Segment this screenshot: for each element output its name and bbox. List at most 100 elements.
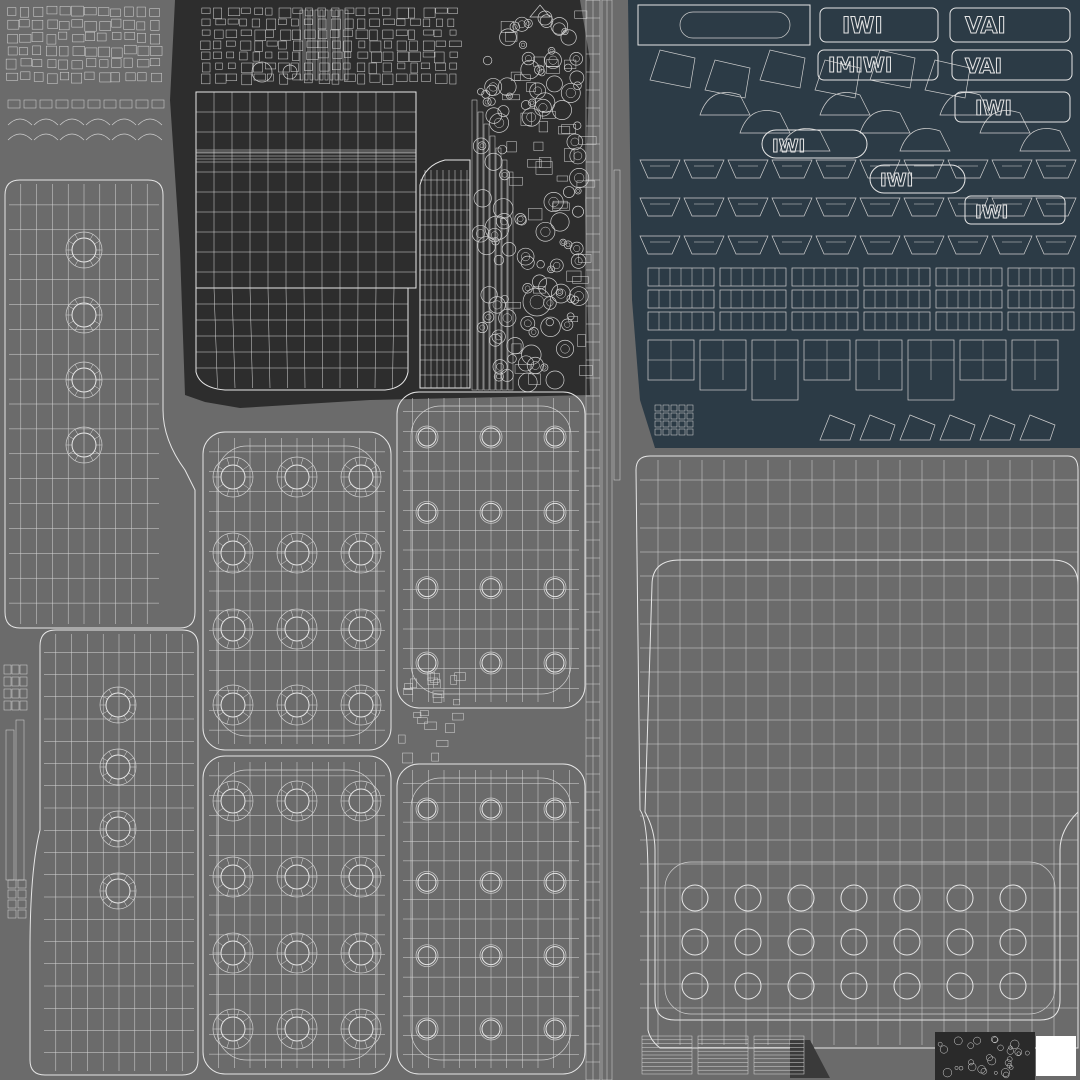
circle-part bbox=[481, 89, 491, 99]
circle-part bbox=[495, 333, 503, 341]
blue-part bbox=[637, 4, 811, 46]
circle-part bbox=[498, 308, 517, 327]
circle-part bbox=[535, 221, 556, 242]
circle-part bbox=[555, 288, 564, 296]
fragment bbox=[124, 32, 135, 40]
fragment bbox=[403, 688, 413, 695]
hole-spoke bbox=[226, 933, 230, 942]
fragment bbox=[17, 889, 27, 899]
hole-spoke bbox=[226, 812, 230, 821]
fragment bbox=[225, 29, 238, 38]
fragment bbox=[511, 343, 522, 354]
pad-hole bbox=[545, 502, 565, 522]
circle-part bbox=[251, 61, 273, 83]
blue-part bbox=[947, 197, 989, 217]
fragment bbox=[447, 18, 455, 27]
fragment bbox=[228, 62, 236, 69]
hole-spoke bbox=[370, 617, 378, 623]
vertical-strip-lines bbox=[586, 0, 608, 1080]
circle-part bbox=[563, 186, 575, 198]
fragment bbox=[304, 62, 313, 71]
fragment bbox=[396, 40, 407, 52]
strip-piece bbox=[471, 99, 478, 391]
mat-hole bbox=[999, 972, 1027, 1000]
blue-part bbox=[779, 128, 831, 152]
hole-spoke bbox=[344, 483, 352, 489]
fragment bbox=[355, 7, 366, 17]
hole-spoke bbox=[236, 533, 240, 542]
blue-part bbox=[869, 49, 916, 89]
hole-spoke bbox=[300, 564, 304, 573]
fragment bbox=[402, 752, 414, 764]
fragment bbox=[432, 690, 444, 698]
dark-island-top-fragments bbox=[200, 7, 462, 86]
fragment bbox=[201, 73, 211, 85]
hole-spoke bbox=[364, 1040, 368, 1049]
circle-part bbox=[493, 371, 504, 382]
hole-spoke bbox=[354, 716, 358, 725]
fragment bbox=[19, 19, 30, 28]
circle-part bbox=[487, 97, 496, 106]
blue-part bbox=[670, 428, 678, 436]
fragment bbox=[384, 40, 392, 49]
hole-spoke bbox=[364, 533, 368, 542]
fragment bbox=[19, 34, 32, 43]
hole-spoke bbox=[236, 609, 240, 618]
fragment bbox=[85, 47, 98, 57]
circle-part bbox=[520, 255, 535, 270]
circle-part bbox=[479, 143, 485, 149]
hole-spoke bbox=[300, 685, 304, 694]
fragment bbox=[332, 40, 341, 49]
mat-hole bbox=[999, 928, 1027, 956]
fragment bbox=[11, 676, 20, 687]
circle-part bbox=[937, 1041, 943, 1047]
fragment bbox=[408, 7, 415, 19]
hole-spoke bbox=[344, 635, 352, 641]
hole-spoke bbox=[216, 1017, 224, 1023]
circle-part bbox=[534, 92, 556, 113]
circle-part bbox=[507, 94, 512, 98]
arc-fragment bbox=[33, 118, 59, 126]
fragment bbox=[449, 29, 457, 36]
hole-spoke bbox=[344, 883, 352, 889]
bottom-small-pieces bbox=[641, 1032, 1076, 1080]
hole-spoke bbox=[216, 617, 224, 623]
hole-spoke bbox=[102, 772, 108, 777]
hole-spoke bbox=[123, 715, 128, 721]
circle-part bbox=[522, 283, 533, 294]
fragment bbox=[552, 200, 568, 209]
pad-hole-ring bbox=[415, 1017, 439, 1041]
hole-spoke bbox=[108, 901, 113, 907]
hole-spoke bbox=[226, 685, 230, 694]
hole-spoke bbox=[123, 901, 128, 907]
blue-part bbox=[924, 59, 971, 99]
fragment bbox=[423, 7, 436, 18]
blue-part bbox=[727, 235, 769, 255]
hole-spoke bbox=[300, 812, 304, 821]
blue-part bbox=[683, 197, 725, 217]
hole-spoke bbox=[300, 640, 304, 649]
fragment bbox=[226, 40, 236, 47]
hole-spoke bbox=[216, 483, 224, 489]
fragment bbox=[449, 73, 457, 85]
fragment bbox=[304, 9, 309, 81]
circle-part bbox=[499, 169, 511, 181]
hole-spoke bbox=[128, 881, 134, 886]
fragment bbox=[31, 19, 44, 30]
fragment bbox=[500, 21, 514, 33]
hole-spoke bbox=[306, 1035, 314, 1041]
hole-spoke bbox=[290, 716, 294, 725]
pad-hole bbox=[417, 946, 437, 966]
hole-spoke bbox=[370, 807, 378, 813]
hole-spoke bbox=[94, 305, 100, 310]
fragment bbox=[240, 29, 252, 36]
arc-fragment bbox=[137, 133, 163, 141]
hole-spoke bbox=[364, 857, 368, 866]
hole-spoke bbox=[68, 320, 74, 325]
fragment bbox=[278, 62, 290, 73]
fragment bbox=[436, 740, 449, 748]
fragment bbox=[505, 302, 521, 309]
circle-part bbox=[539, 14, 554, 28]
fragment bbox=[506, 141, 517, 153]
fragment bbox=[7, 879, 17, 889]
